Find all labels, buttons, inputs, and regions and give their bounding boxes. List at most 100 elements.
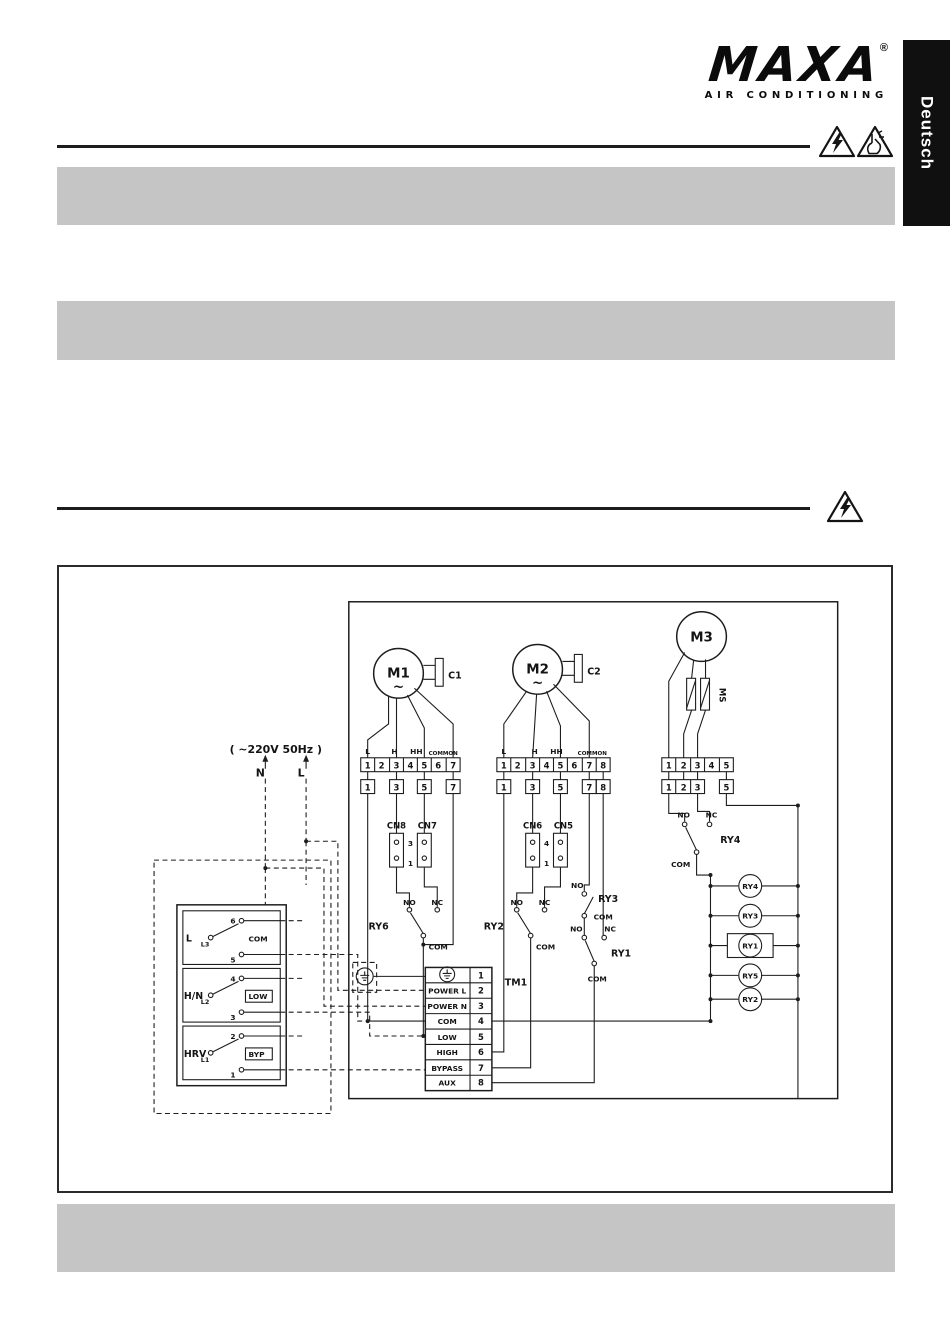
tm1-num: 5 [478,1032,484,1042]
tm1-num: 8 [478,1078,484,1088]
registered-mark: ® [879,42,888,54]
m1-col-label: COMMON [429,751,459,757]
controller-enclosure-dashed [153,859,332,1115]
terminal-strip-m2: L H HH COMMON 1 2 3 4 5 6 7 8 1 3 5 7 8 [496,747,611,795]
terminal-number: 1 [501,761,507,771]
relay-coils: RY4 RY3 RY1 RY5 RY2 [726,873,774,1012]
terminal-number: 4 [709,761,715,771]
motor-m1-label: M1 [387,666,410,681]
tm1-label: HIGH [437,1048,458,1057]
tm1-terminal-block: 1 POWER L 2 POWER N 3 COM 4 LOW 5 HIGH 6… [424,966,527,1092]
switch-top-num: 2 [230,1032,235,1041]
switch-bottom-num: 5 [230,955,235,964]
switch-sub: L2 [201,998,210,1006]
m1-col-label: HH [410,747,422,756]
terminal-number: 1 [365,783,371,793]
coil-label: RY1 [742,942,758,951]
nc-label: NC [539,898,551,907]
switch-bottom-num: 1 [230,1071,235,1080]
terminal-number: 5 [421,783,427,793]
switch-sub: L1 [201,1056,210,1064]
switch-sub: L3 [201,941,210,949]
connector-cn7-label: CN7 [418,820,437,830]
overload-ms: MS [686,677,727,711]
terminal-number: 3 [695,761,701,771]
terminal-number: 7 [586,761,592,771]
arrow-up-icon [303,754,310,762]
switch-bottom-num: 3 [230,1013,235,1022]
coil-label: RY2 [742,995,758,1004]
terminal-number: 7 [450,761,456,771]
no-label: NO [677,810,690,819]
m1-col-label: L [365,747,370,756]
cn-pin-number: 1 [408,859,413,868]
ground-icon [439,966,456,983]
tm1-label: POWER N [427,1002,467,1011]
relay-contact-ry2: NO NC RY2 COM [484,898,555,952]
tm1-num: 6 [478,1047,484,1057]
cn-pin-number: 3 [408,839,413,848]
motor-m1: M1 ~ [372,647,425,699]
m2-col-label: H [532,747,538,756]
motor-m3-label: M3 [690,631,713,646]
wiring-diagram-frame: M1 ~ C1 M2 ~ C2 M3 MS [57,565,893,1193]
earth-terminal [352,961,378,993]
connector-cn8-cn7: CN8 CN7 3 1 [387,820,437,868]
terminal-number: 6 [435,761,441,771]
tm1-label: COM [438,1017,457,1026]
no-label: NO [570,925,583,934]
neutral-label: N [256,767,265,780]
terminal-number: 2 [379,761,385,771]
cn-pin-number: 1 [544,859,549,868]
tm1-label: POWER L [428,986,466,995]
terminal-strip-m1: L H HH COMMON 1 2 3 4 5 6 7 1 3 5 7 [360,747,461,795]
warning-electric-icon [818,125,856,158]
heading-band-2 [57,301,895,360]
relay-name: RY4 [720,835,741,846]
brand-tagline: AIR CONDITIONING [704,90,888,101]
terminal-number: 8 [600,761,606,771]
m1-col-label: H [391,747,397,756]
switch-name: H/N [184,991,203,1002]
relay-contact-ry3: NO RY3 COM [571,881,618,922]
junction-dots [263,803,800,1038]
cn-pin-number: 4 [544,839,549,848]
switch-mid-label: LOW [248,992,267,1001]
motor-m2-label: M2 [526,662,549,677]
tm1-label: LOW [438,1033,457,1042]
motor-m3: M3 [675,610,728,663]
relay-name: RY2 [484,922,504,933]
tm1-label: BYPASS [431,1064,463,1073]
language-tab-label: Deutsch [917,95,937,171]
terminal-number: 6 [571,761,577,771]
motor-m2-phase-symbol: ~ [532,676,543,691]
terminal-number: 3 [695,783,701,793]
language-tab: Deutsch [903,40,950,226]
capacitor-c1-label: C1 [448,670,461,681]
warning-no-touch-icon [856,125,894,158]
terminal-number: 4 [544,761,550,771]
switch-name: L [186,934,192,945]
m2-col-label: COMMON [578,751,608,757]
com-label: COM [429,943,448,952]
heading-band-1 [57,167,895,225]
connector-cn6-cn5: CN6 CN5 4 1 [523,820,573,868]
switch-mid-label: BYP [248,1050,265,1059]
terminal-number: 3 [530,783,536,793]
footer-band [57,1204,895,1272]
terminal-number: 5 [558,783,564,793]
terminal-number: 4 [407,761,413,771]
tm1-name: TM1 [505,977,527,988]
terminal-number: 2 [681,761,687,771]
tm1-num: 4 [478,1016,484,1026]
switch-top-num: 4 [230,974,235,983]
mains-voltage-label: ( ~220V 50Hz ) [230,743,322,756]
motor-m2: M2 ~ [512,643,564,695]
terminal-number: 7 [586,783,592,793]
motor-m1-phase-symbol: ~ [393,680,404,695]
terminal-number: 5 [558,761,564,771]
ground-icon [355,967,374,986]
terminal-number: 1 [365,761,371,771]
no-label: NO [571,881,584,890]
